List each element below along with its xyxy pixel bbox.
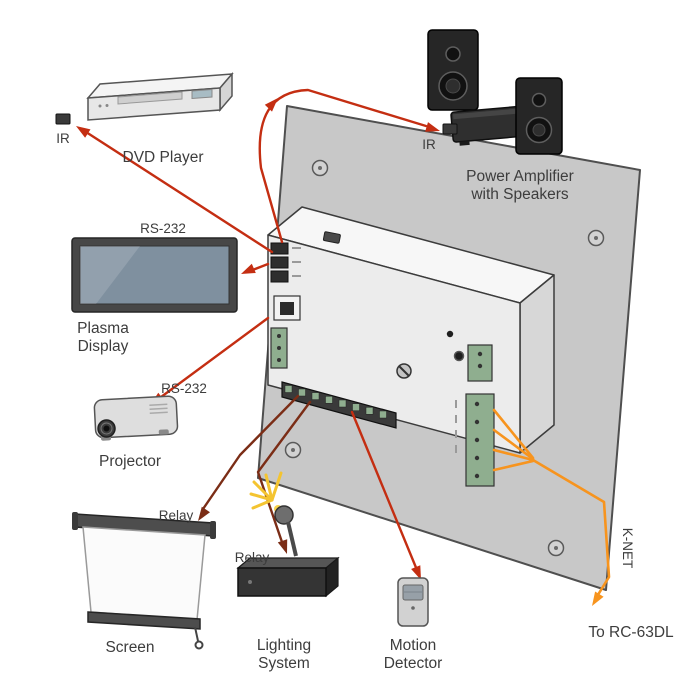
knet-arrow	[592, 591, 604, 606]
device-markings	[455, 400, 457, 453]
arrow-icon	[264, 98, 278, 112]
arrow-icon	[411, 565, 421, 580]
knet-bus-label: K-NET	[620, 528, 635, 569]
lighting-label-line1: Lighting	[257, 637, 311, 654]
line-screen-relay	[201, 394, 300, 511]
screw-icon	[284, 441, 302, 459]
ir-rs232-lines	[84, 88, 428, 572]
knet-wire	[492, 448, 535, 462]
dvd-ir-port-label: IR	[56, 131, 70, 146]
line-projector-rs232	[155, 316, 270, 402]
amp-ir-port-label: IR	[422, 137, 436, 152]
pull-ring-icon	[194, 640, 204, 650]
controller-device	[267, 206, 555, 487]
arrow-icon	[592, 591, 604, 606]
knet-wire	[492, 459, 535, 472]
lighting-relay-port-label: Relay	[235, 550, 270, 565]
lamp-arm	[286, 521, 298, 557]
knet-wire	[492, 428, 535, 461]
dvd-player-label: DVD Player	[123, 149, 204, 166]
projector-rs232-port-label: RS-232	[161, 381, 207, 396]
plasma-label-line1: Plasma	[77, 320, 129, 337]
projection-screen	[72, 512, 216, 650]
line-lighting-relay	[256, 400, 312, 547]
line-amp-ir	[258, 88, 428, 244]
ir-rs232-connectors	[270, 242, 301, 283]
projector-label: Projector	[99, 453, 161, 470]
lighting-system	[236, 471, 340, 598]
line-dvd-ir	[84, 130, 274, 254]
arrow-icon	[425, 122, 440, 132]
motion-label-line2: Detector	[384, 655, 443, 672]
screen-relay-port-label: Relay	[159, 508, 194, 523]
lighting-label-line2: System	[258, 655, 310, 672]
power-amp-label-line1: Power Amplifier	[466, 168, 574, 185]
relay-arrows	[198, 506, 288, 554]
ir-in-jack-icon	[446, 330, 465, 362]
plasma-rs232-port-label: RS-232	[140, 221, 186, 236]
line-motion-detector	[350, 410, 419, 572]
arrow-icon	[76, 126, 91, 138]
mini-usb-port-icon	[322, 231, 341, 244]
line-knet-bus	[531, 458, 611, 600]
power-amp-label-line2: with Speakers	[470, 186, 569, 203]
power-terminal-block	[467, 344, 493, 382]
screw-icon	[547, 539, 565, 557]
knet-destination-label: To RC-63DL	[588, 624, 674, 641]
ir-emitter-icon	[55, 113, 71, 125]
knet-wire	[492, 408, 535, 460]
ir-emitter-icon	[442, 123, 458, 135]
lighting-controller-box	[236, 556, 340, 598]
projector-device	[93, 395, 179, 441]
speaker-right-icon	[515, 77, 563, 155]
screen-label: Screen	[105, 639, 154, 656]
arrow-icon	[241, 263, 256, 274]
plasma-label-line2: Display	[78, 338, 129, 355]
plasma-display	[71, 237, 238, 313]
ir-rs232-arrows	[76, 98, 440, 580]
relay-lines	[201, 394, 312, 547]
pull-cord	[194, 626, 199, 642]
knet-lines	[492, 408, 611, 600]
diagram-labels: DVD Player IR RS-232 Plasma Display RS-2…	[56, 131, 674, 672]
knet-terminal-block	[465, 393, 495, 487]
ground-screw-icon	[396, 363, 412, 379]
relay-terminal-strip	[281, 381, 397, 429]
screw-icon	[311, 159, 329, 177]
light-glow-icon	[249, 471, 283, 510]
dvd-player	[55, 71, 234, 125]
lamp-head-icon	[274, 505, 294, 525]
arrow-icon	[198, 506, 210, 521]
power-amplifier-with-speakers	[427, 29, 563, 155]
motion-detector	[397, 577, 429, 627]
ethernet-jack-icon	[273, 295, 301, 321]
motion-label-line1: Motion	[390, 637, 437, 654]
device-side-face	[519, 274, 555, 454]
left-terminal-block	[270, 327, 288, 369]
arrow-icon	[277, 539, 288, 554]
speaker-left-icon	[427, 29, 479, 111]
screw-icon	[587, 229, 605, 247]
